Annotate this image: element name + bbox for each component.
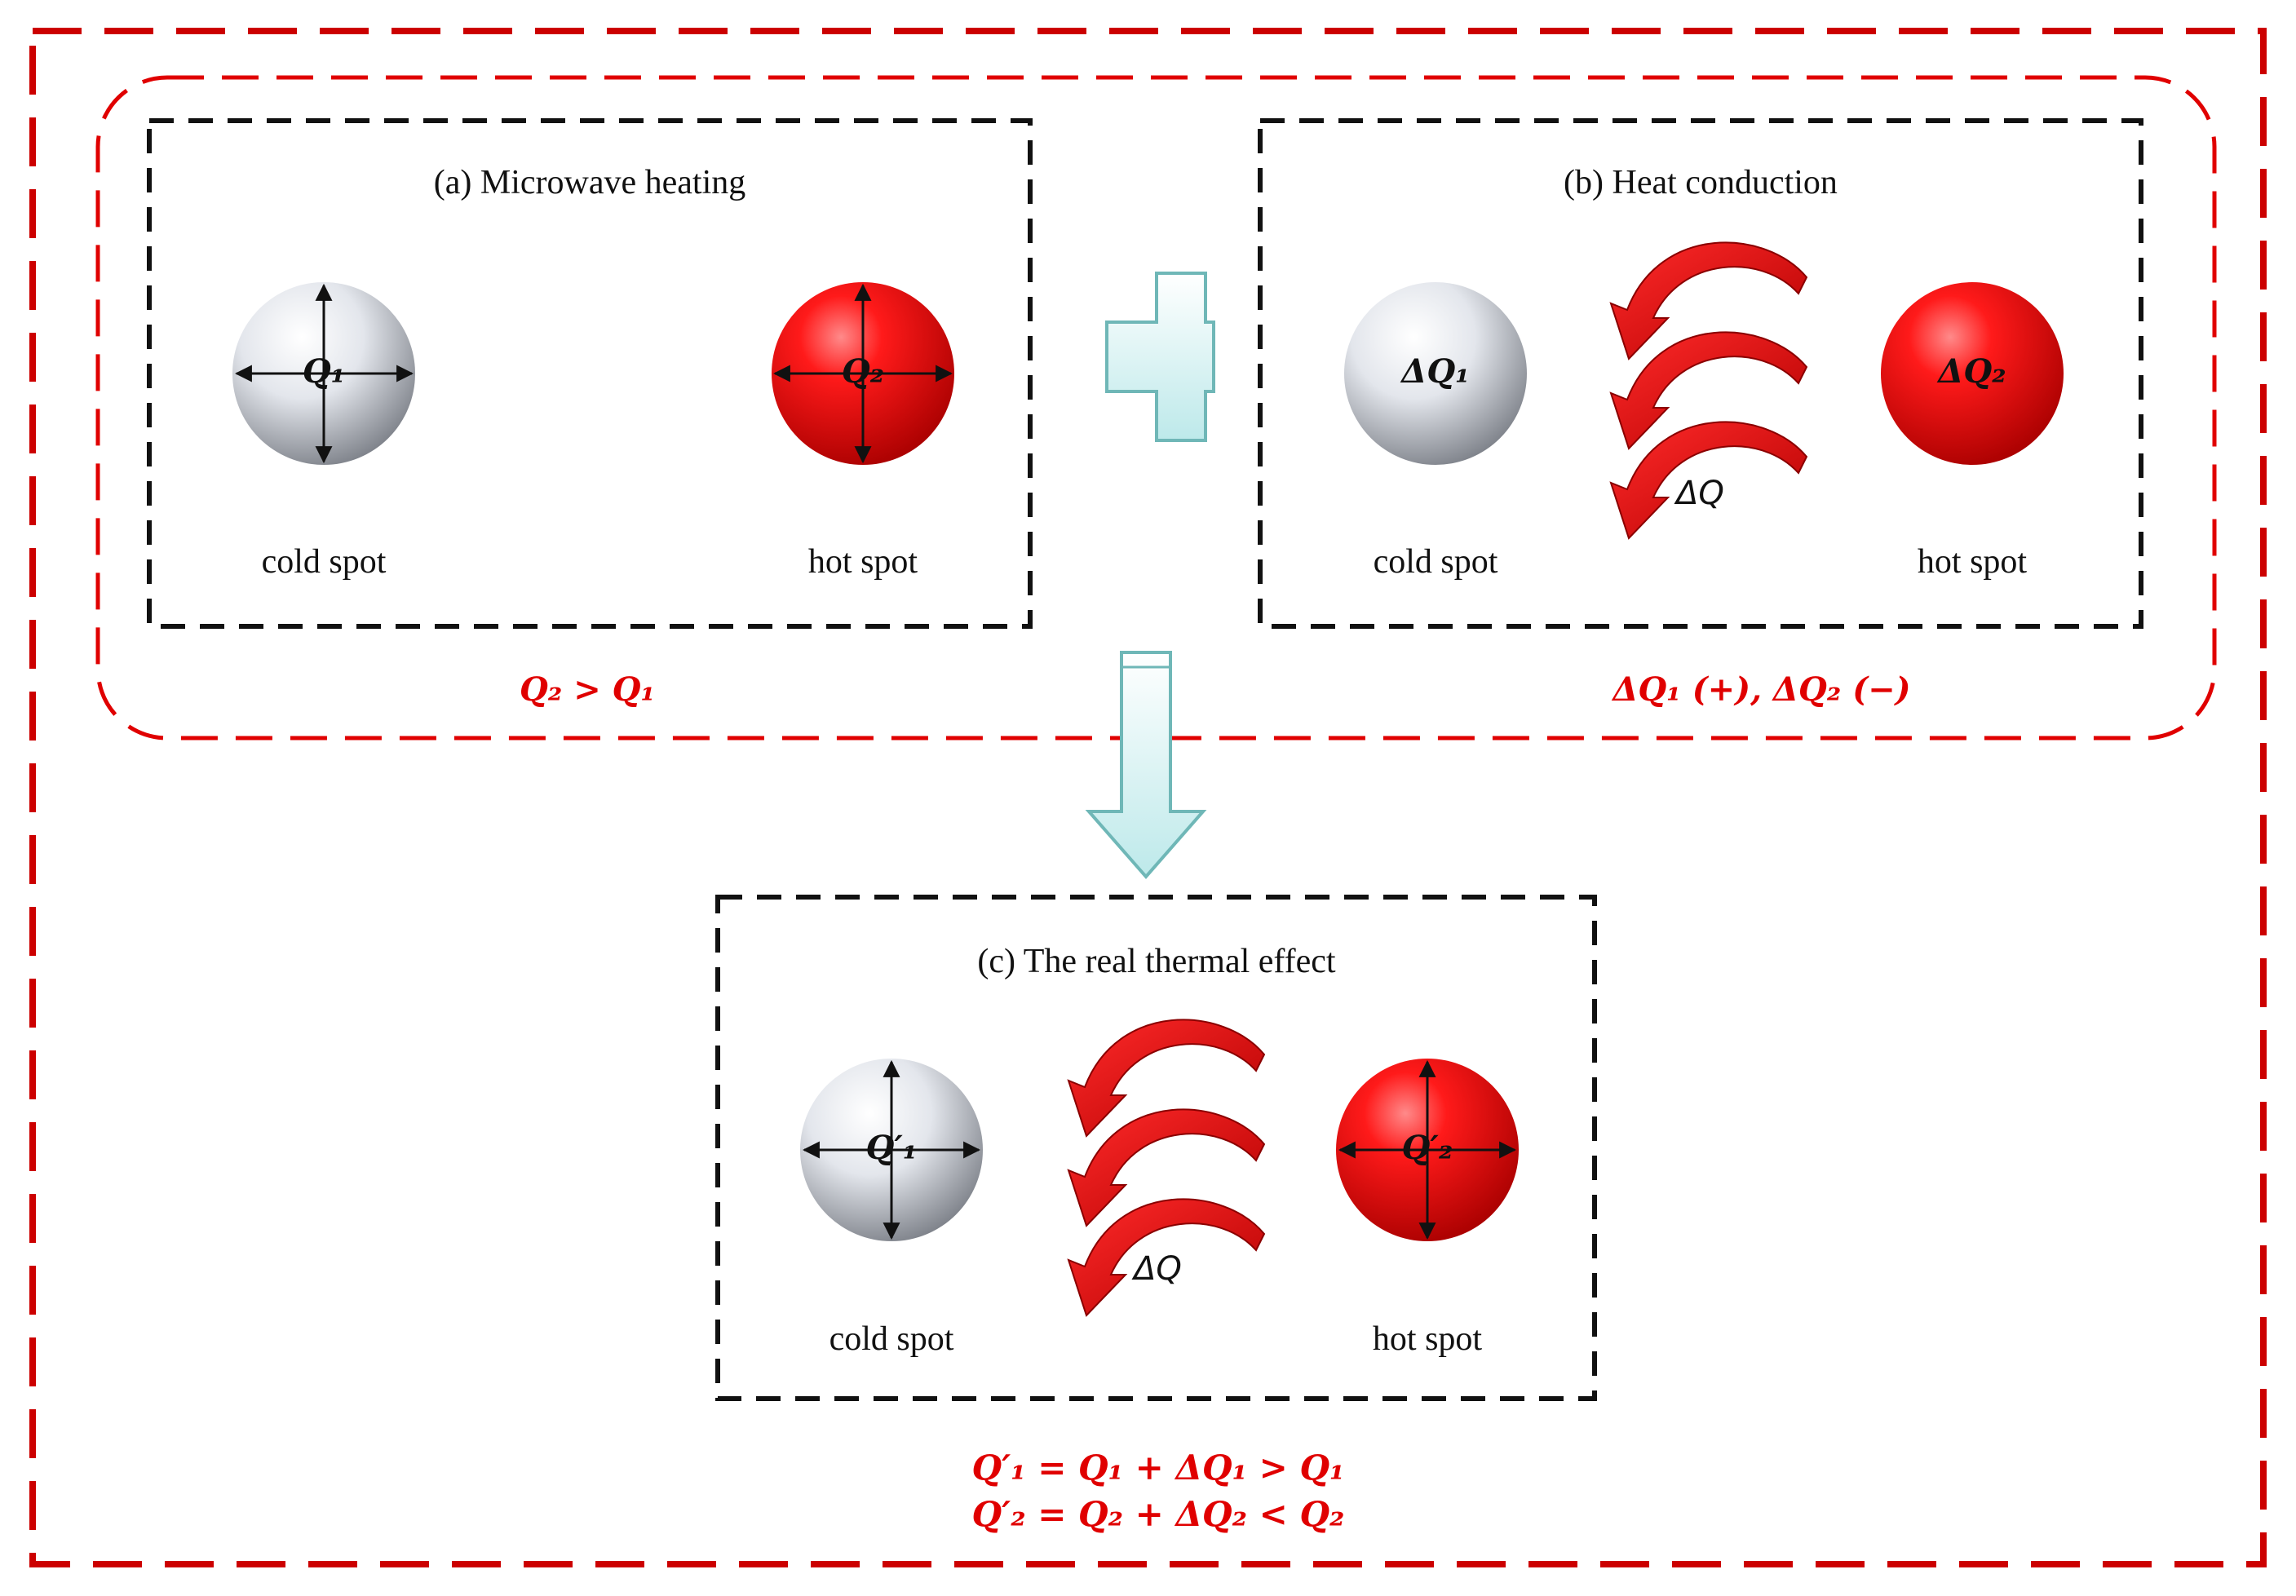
plus-icon (1105, 272, 1215, 442)
cold-spot-sphere (1344, 282, 1527, 465)
equation-q2-greater-q1: Q₂ > Q₁ (519, 670, 656, 709)
hot-spot-label: hot spot (1917, 543, 2028, 581)
hot-spot-label: hot spot (807, 543, 918, 581)
heat-flow-label: ΔQ (1134, 1250, 1182, 1288)
panel-b-title: (b) Heat conduction (1564, 164, 1838, 201)
equation-dq-signs: ΔQ₁ (+), ΔQ₂ (−) (1613, 670, 1911, 709)
outer-frame (29, 28, 2267, 1567)
radiation-arrows (234, 283, 953, 464)
hot-spot-label: hot spot (1372, 1320, 1483, 1358)
equation-q2-prime: Q′₂ = Q₂ + ΔQ₂ < Q₂ (971, 1494, 1345, 1534)
cold-spot-label: cold spot (261, 543, 387, 581)
down-arrow-icon (1085, 651, 1207, 880)
sphere-label-q2-prime: Q′₂ (1401, 1129, 1453, 1167)
cold-spot-label: cold spot (829, 1320, 954, 1358)
panel-a-box (147, 118, 1033, 629)
panel-c-box (715, 895, 1597, 1401)
sphere-label-q1: Q₁ (302, 352, 346, 391)
hot-spot-sphere (1881, 282, 2064, 465)
sphere-label-q2: Q₂ (841, 352, 885, 391)
heat-flow-label: ΔQ (1676, 475, 1724, 512)
radiation-arrows (802, 1059, 1517, 1240)
equation-q1-prime: Q′₁ = Q₁ + ΔQ₁ > Q₁ (971, 1448, 1345, 1488)
sphere-label-dq2: ΔQ₂ (1938, 352, 2006, 391)
sphere-label-dq1: ΔQ₁ (1401, 352, 1470, 391)
cold-spot-label: cold spot (1373, 543, 1498, 581)
panel-c-title: (c) The real thermal effect (977, 943, 1336, 980)
panel-b-box (1258, 118, 2143, 629)
inner-rounded-frame (95, 75, 2217, 741)
panel-a-title: (a) Microwave heating (433, 164, 746, 201)
sphere-label-q1-prime: Q′₁ (865, 1129, 918, 1167)
